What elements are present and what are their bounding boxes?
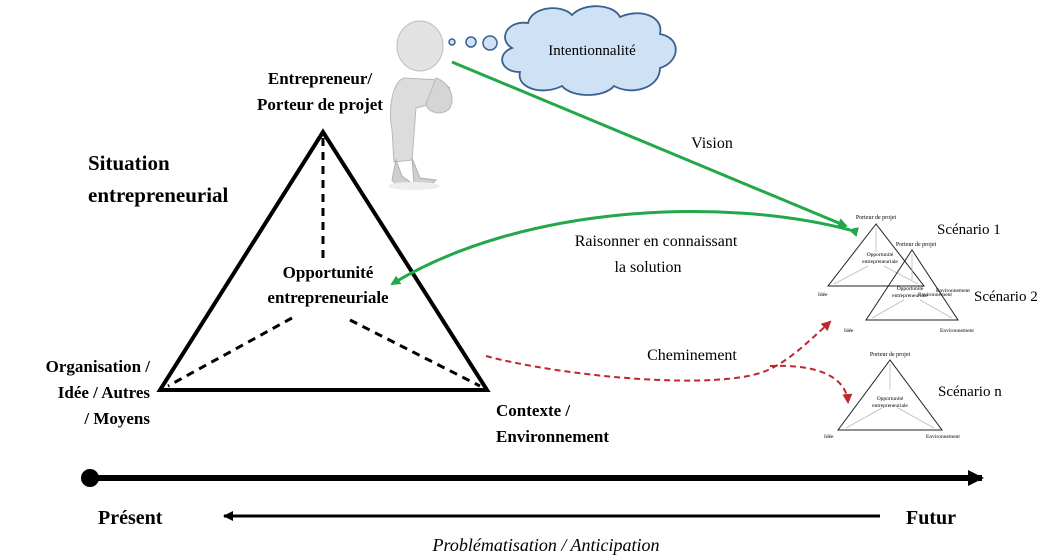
path-arrow — [485, 320, 832, 382]
scenario-1-center-line2: entrepreneuriale — [862, 259, 898, 265]
scenario-n-right-label: Environnement — [926, 434, 960, 440]
scenario-n-top-label: Porteur de projet — [870, 352, 911, 358]
reasoning-label-line1: Raisonner en connaissant — [575, 233, 738, 250]
situation-title-line2: entrepreneurial — [88, 183, 229, 207]
reasoning-arrow — [390, 210, 860, 286]
timeline-caption: Problématisation / Anticipation — [432, 535, 660, 555]
scenario-n: Porteur de projet Opportunité entreprene… — [824, 352, 1002, 440]
scenario-1-name: Scénario 1 — [937, 222, 1001, 238]
left-vertex-label-line2: Idée / Autres — [58, 383, 151, 402]
left-vertex-label-line1: Organisation / — [46, 357, 151, 376]
top-vertex-label-line1: Entrepreneur/ — [268, 69, 372, 88]
present-label: Présent — [98, 507, 163, 529]
scenario-2-top-label: Porteur de projet — [896, 242, 937, 248]
scenario-2-name: Scénario 2 — [974, 289, 1038, 305]
right-vertex-label-line1: Contexte / — [496, 401, 570, 420]
top-vertex-label-line2: Porteur de projet — [257, 95, 383, 114]
situation-title-line1: Situation — [88, 151, 170, 175]
vision-arrow — [451, 60, 848, 228]
scenario-n-left-label: Idée — [824, 434, 834, 440]
scenario-1-top-label: Porteur de projet — [856, 215, 897, 221]
cloud-shape — [501, 5, 677, 96]
scenario-n-center-line2: entrepreneuriale — [872, 403, 908, 409]
thinking-person-icon — [388, 20, 453, 190]
vision-label: Vision — [691, 135, 733, 152]
center-label-line1: Opportunité — [283, 263, 374, 282]
scenario-2-center-line2: entrepreneuriale — [892, 293, 928, 299]
scenario-n-name: Scénario n — [938, 384, 1002, 400]
reasoning-label-line2: la solution — [614, 259, 681, 276]
scenario-1-right-label: Environnement — [918, 292, 952, 298]
scenario-2-center-line1: Opportunité — [897, 286, 924, 292]
path-label: Cheminement — [647, 347, 737, 364]
scenario-2: Porteur de projet Opportunité entreprene… — [844, 242, 1038, 334]
scenario-1-left-label: Idée — [818, 292, 828, 298]
scenario-2-left-label: Idée — [844, 328, 854, 334]
scenario-1: Porteur de projet Opportunité entreprene… — [818, 215, 1001, 298]
future-label: Futur — [906, 507, 956, 529]
scenario-n-center-line1: Opportunité — [877, 396, 904, 402]
scenario-1-center-line1: Opportunité — [867, 252, 894, 258]
intentionality-label: Intentionnalité — [548, 43, 636, 59]
scenario-2-right-mid-label: Environnement — [936, 288, 970, 294]
right-vertex-label-line2: Environnement — [496, 427, 609, 446]
left-vertex-label-line3: / Moyens — [83, 409, 150, 428]
thought-bubble: Intentionnalité — [448, 5, 677, 96]
path-branch-arrow — [769, 364, 853, 404]
center-label-line2: entrepreneuriale — [267, 288, 389, 307]
scenario-2-right-label: Environnement — [940, 328, 974, 334]
